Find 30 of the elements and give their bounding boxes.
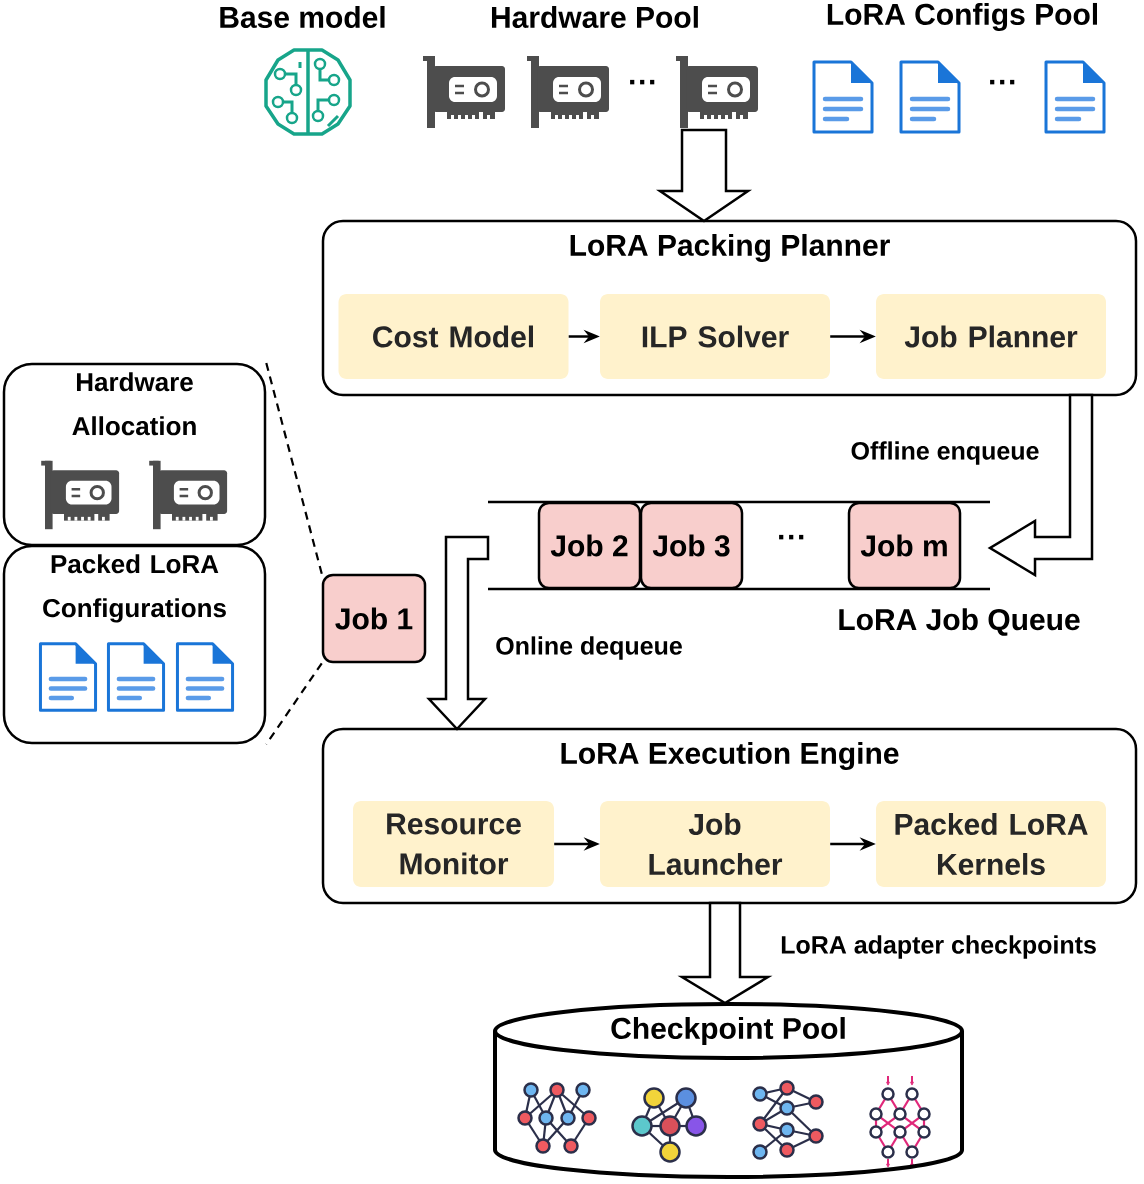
ellipsis: ···: [630, 79, 655, 85]
ellipsis: ···: [779, 534, 804, 540]
group-title: Hardware Allocation: [72, 372, 196, 436]
block-arrow: [677, 901, 773, 1005]
leader-line: [265, 362, 323, 575]
ellipsis: ···: [990, 79, 1015, 85]
component-box: ILP Solver: [600, 294, 830, 379]
heading: Base model: [220, 6, 385, 28]
cylinder-title: Checkpoint Pool: [611, 1017, 845, 1045]
heading: Hardware Pool: [492, 6, 698, 28]
component-box: Job Planner: [876, 294, 1106, 379]
component-box: Packed LoRA Kernels: [876, 801, 1106, 887]
block-arrow: [987, 393, 1094, 578]
block-arrow: [426, 535, 490, 731]
panel-title: LoRA Execution Engine: [561, 741, 899, 771]
block-arrow: [655, 128, 753, 223]
job-box: Job 1: [321, 573, 427, 664]
job-box: Job m: [847, 501, 962, 590]
job-box: Job 3: [639, 501, 744, 590]
queue-label: LoRA Job Queue: [839, 608, 1080, 636]
edge-label: Online dequeue: [494, 635, 684, 661]
panel-title: LoRA Packing Planner: [570, 233, 890, 263]
edge-label: LoRA adapter checkpoints: [779, 934, 1098, 960]
component-box: Cost Model: [338, 294, 569, 379]
group-title: Packed LoRA Configurations: [43, 554, 226, 623]
component-box: Resource Monitor: [353, 801, 554, 887]
heading: LoRA Configs Pool: [827, 2, 1098, 32]
edge-label: Offline enqueue: [849, 440, 1041, 466]
component-box: Job Launcher: [600, 801, 830, 887]
job-box: Job 2: [537, 501, 642, 590]
